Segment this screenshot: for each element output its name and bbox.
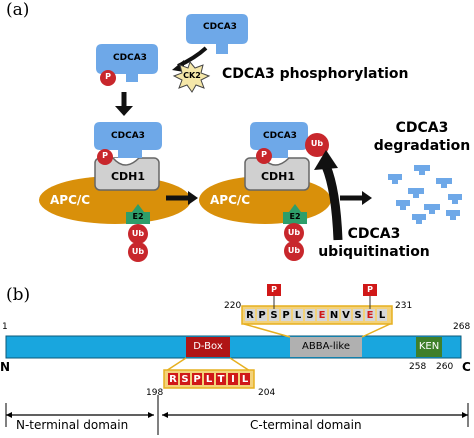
ub-label-2top: Ub <box>310 139 324 148</box>
abba-phospho-flag-2 <box>363 284 377 296</box>
end-position: 268 <box>453 322 471 332</box>
abba-seq-3: S <box>270 310 278 321</box>
p-label-1: P <box>105 72 111 81</box>
dbox-seq-1: R <box>169 374 177 385</box>
abba-phospho-flag-1 <box>267 284 281 296</box>
ubiquitination-line2: ubiquitination <box>318 244 430 260</box>
abba-phospho-label-1: P <box>271 285 277 294</box>
start-position: 1 <box>2 322 8 332</box>
n-terminal-domain-label: N-terminal domain <box>16 418 129 432</box>
abba-seq-2: P <box>258 310 266 321</box>
c-terminal-domain-label: C-terminal domain <box>250 418 362 432</box>
abba-seq-9: V <box>342 310 350 321</box>
degradation-line1: CDCA3 <box>395 120 449 136</box>
abba-label: ABBA-like <box>302 341 350 352</box>
abba-seq-6: S <box>306 310 314 321</box>
abba-seq-10: S <box>354 310 362 321</box>
ken-start-position: 258 <box>409 362 427 372</box>
abba-seq-12: L <box>378 310 386 321</box>
abba-seq-5: L <box>294 310 302 321</box>
panel-b-label: (b) <box>6 285 31 305</box>
ken-label: KEN <box>418 341 440 352</box>
apc-complex-1 <box>39 122 191 262</box>
dbox-seq-3: P <box>193 374 201 385</box>
dbox-sequence-cells <box>168 373 250 385</box>
p-label-2: P <box>102 151 108 160</box>
panel-b-diagram <box>5 284 469 435</box>
degradation-arrow <box>362 191 372 205</box>
cdh1-label-1: CDH1 <box>110 170 146 183</box>
apc-label-2: APC/C <box>210 193 251 207</box>
abba-phospho-label-2: P <box>367 285 373 294</box>
free-cdca3 <box>186 14 248 54</box>
phosphorylation-text: CDCA3 phosphorylation <box>222 66 409 82</box>
abba-sequence-cells <box>245 309 387 321</box>
ck2-label: CK2 <box>183 71 201 80</box>
dbox-seq-6: I <box>231 374 235 385</box>
dbox-seq-2: S <box>181 374 189 385</box>
protein-bar <box>5 335 462 359</box>
down-arrow <box>115 106 133 116</box>
dbox-label: D-Box <box>193 341 223 352</box>
dbox-seq-5: T <box>217 374 225 385</box>
phospho-cdca3 <box>96 44 158 86</box>
ken-region <box>416 337 442 357</box>
panel-a-label: (a) <box>6 0 30 20</box>
cdh1-label-2: CDH1 <box>260 170 296 183</box>
degradation-line2: degradation <box>373 138 471 154</box>
dbox-region <box>186 337 230 357</box>
ken-end-position: 260 <box>436 362 454 372</box>
n-terminus-label: N <box>0 360 11 374</box>
cdca3-phospho-label: CDCA3 <box>113 53 147 63</box>
abba-seq-4: P <box>282 310 290 321</box>
dbox-seq-4: L <box>205 374 213 385</box>
ub-label-1a: Ub <box>131 229 145 238</box>
apc-complex-2 <box>199 122 331 261</box>
cdca3-complex2-label: CDCA3 <box>263 131 297 141</box>
p-label-3: P <box>261 150 267 159</box>
abba-seq-11: E <box>366 310 374 321</box>
ck2-starburst <box>172 60 211 93</box>
abba-seq-8: N <box>329 310 339 321</box>
right-arrow <box>188 191 198 205</box>
abba-start-position: 220 <box>224 301 242 311</box>
ub-label-2a: Ub <box>287 228 301 237</box>
abba-region <box>290 337 362 357</box>
c-terminus-label: C <box>462 360 471 374</box>
abba-end-position: 231 <box>395 301 413 311</box>
abba-seq-7: E <box>318 310 326 321</box>
dbox-seq-7: L <box>241 374 249 385</box>
ubiquitination-arrow <box>321 164 343 241</box>
dbox-end-position: 204 <box>258 388 276 398</box>
ub-label-2b: Ub <box>287 246 301 255</box>
degradation-fragments <box>388 165 462 224</box>
e2-label-2: E2 <box>289 212 301 221</box>
ubiquitination-line1: CDCA3 <box>347 226 401 242</box>
abba-seq-1: R <box>246 310 254 321</box>
panel-a-diagram <box>39 14 462 262</box>
cdca3-free-label: CDCA3 <box>203 22 237 32</box>
apc-label-1: APC/C <box>50 193 91 207</box>
e2-label-1: E2 <box>132 212 144 221</box>
dbox-start-position: 198 <box>146 388 164 398</box>
cdca3-complex1-label: CDCA3 <box>111 131 145 141</box>
ub-label-1b: Ub <box>131 247 145 256</box>
